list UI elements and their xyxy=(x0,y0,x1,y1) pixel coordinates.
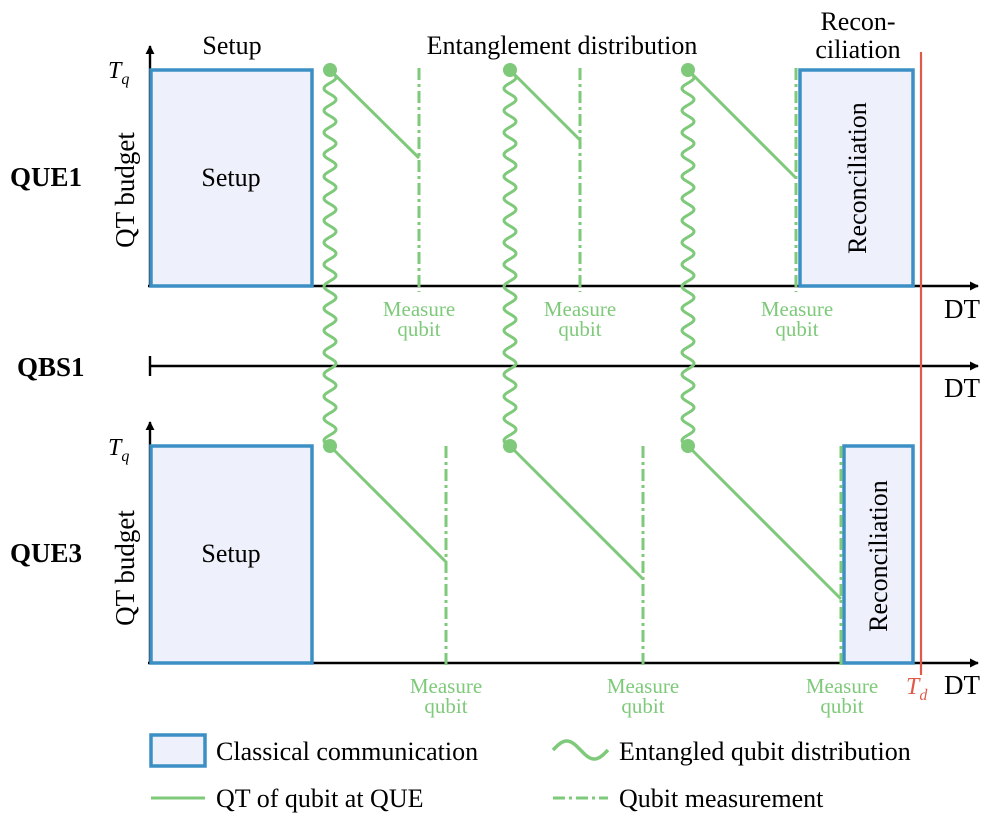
entangled-wave-1 xyxy=(322,70,338,446)
que3-reconciliation-block xyxy=(842,444,915,665)
que3-measure-label-2b: qubit xyxy=(621,694,664,718)
measurement-lines xyxy=(417,68,843,668)
legend-entangled-swatch xyxy=(551,739,610,761)
dt-label-que1: DT xyxy=(944,294,980,324)
row-label-que1: QUE1 xyxy=(10,162,82,192)
que1-measure-label-2a: Measure xyxy=(544,297,616,321)
que3-measure-label-3a: Measure xyxy=(806,674,878,698)
entanglement-wavy-lines xyxy=(322,70,696,446)
legend: Classical communication Entangled qubit … xyxy=(149,733,911,813)
header-setup: Setup xyxy=(202,31,261,60)
que1-setup-label: Setup xyxy=(201,163,260,192)
qt-decay-lines xyxy=(328,68,843,601)
que1-dot-2 xyxy=(503,63,517,77)
entangled-wave-2 xyxy=(502,70,518,446)
row-label-que3: QUE3 xyxy=(10,538,82,568)
header-entanglement-distribution: Entanglement distribution xyxy=(427,31,698,60)
que3-dot-3 xyxy=(681,439,695,453)
que1-measure-label-3b: qubit xyxy=(775,317,818,341)
legend-measurement-label: Qubit measurement xyxy=(619,784,824,813)
que1-qt-line-3 xyxy=(686,68,798,180)
y-axis-label-que3: QT budget xyxy=(110,510,140,626)
que1-reconciliation-block xyxy=(798,68,915,288)
header-reconciliation-line1: Recon- xyxy=(820,7,895,36)
que3-qt-line-3 xyxy=(686,444,843,601)
entangled-wave-3 xyxy=(680,70,696,446)
que1-qt-line-2 xyxy=(508,68,582,142)
legend-classical-label: Classical communication xyxy=(216,737,478,766)
que1-qt-line-1 xyxy=(328,68,421,160)
que3-measure-label-1a: Measure xyxy=(410,674,482,698)
que3-dot-1 xyxy=(323,439,337,453)
measure-qubit-labels: Measure qubit Measure qubit Measure qubi… xyxy=(383,297,878,718)
qubit-arrival-dots xyxy=(323,63,695,453)
que1-measure-label-2b: qubit xyxy=(558,317,601,341)
tq-label-que1: Tq xyxy=(108,58,129,88)
que1-setup-block xyxy=(149,68,314,288)
que1-measure-label-1b: qubit xyxy=(397,317,440,341)
que3-measure-label-2a: Measure xyxy=(607,674,679,698)
legend-entangled-label: Entangled qubit distribution xyxy=(619,737,911,766)
y-axis-label-que1: QT budget xyxy=(110,132,140,248)
legend-qt-label: QT of qubit at QUE xyxy=(216,784,424,813)
dt-label-que3: DT xyxy=(944,670,980,700)
que3-setup-block xyxy=(149,444,314,665)
que1-dot-1 xyxy=(323,63,337,77)
que3-dot-2 xyxy=(503,439,517,453)
que1-measure-label-3a: Measure xyxy=(761,297,833,321)
header-reconciliation-line2: ciliation xyxy=(815,35,900,64)
que3-qt-line-1 xyxy=(328,444,448,564)
que3-setup-label: Setup xyxy=(201,539,260,568)
dt-label-qbs1: DT xyxy=(944,373,980,403)
que3-reconciliation-label: Reconciliation xyxy=(864,480,893,632)
que1-measure-label-1a: Measure xyxy=(383,297,455,321)
que1-dot-3 xyxy=(681,63,695,77)
row-label-qbs1: QBS1 xyxy=(17,352,85,382)
que3-measure-label-1b: qubit xyxy=(424,694,467,718)
que3-qt-line-2 xyxy=(508,444,645,581)
legend-classical-swatch xyxy=(149,733,207,768)
tq-label-que3: Tq xyxy=(108,435,129,465)
que1-reconciliation-label: Reconciliation xyxy=(843,102,872,254)
que3-measure-label-3b: qubit xyxy=(820,694,863,718)
deadline-label: Td xyxy=(906,674,928,704)
